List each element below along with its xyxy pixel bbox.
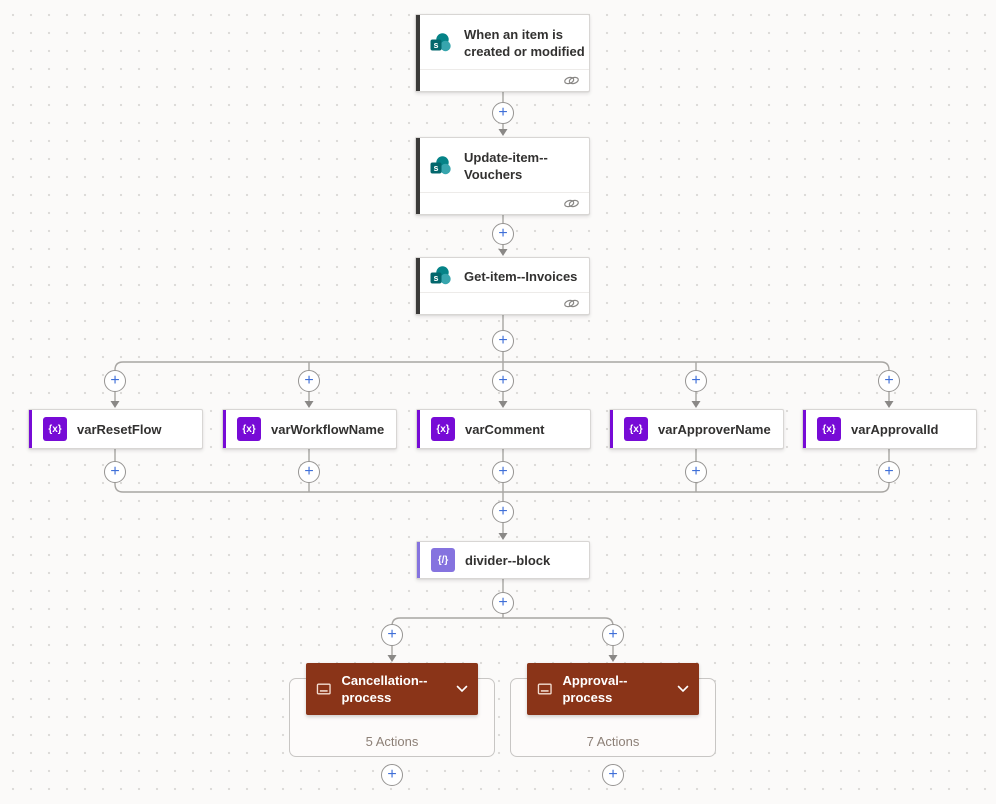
card-accent-bar	[416, 258, 420, 314]
svg-text:s: s	[433, 163, 438, 173]
insert-step-button[interactable]: +	[104, 370, 126, 392]
insert-step-button[interactable]: +	[298, 370, 320, 392]
connection-icon	[564, 199, 579, 208]
card-accent-bar	[416, 138, 420, 214]
action-card-var-approval-id[interactable]: {x} varApprovalId	[802, 409, 977, 449]
variable-icon: {x}	[817, 417, 841, 441]
card-title: varApproverName	[658, 421, 771, 437]
sharepoint-icon: s	[430, 33, 451, 52]
scope-approval-process[interactable]: 7 Actions Approval--process	[510, 663, 716, 757]
insert-step-button[interactable]: +	[492, 461, 514, 483]
scope-icon	[537, 683, 552, 695]
insert-step-button[interactable]: +	[492, 501, 514, 523]
scope-cancellation-process[interactable]: 5 Actions Cancellation--process	[289, 663, 495, 757]
scope-actions-count: 7 Actions	[586, 734, 640, 749]
insert-step-button[interactable]: +	[492, 102, 514, 124]
action-card-var-workflow-name[interactable]: {x} varWorkflowName	[222, 409, 397, 449]
insert-step-button[interactable]: +	[492, 592, 514, 614]
card-title: Get-item--Invoices	[464, 268, 578, 284]
insert-step-button[interactable]: +	[381, 624, 403, 646]
scope-icon	[316, 683, 331, 695]
card-accent-bar	[417, 410, 420, 448]
card-title: varComment	[465, 421, 545, 437]
variable-icon: {x}	[237, 417, 261, 441]
card-title: varApprovalId	[851, 421, 939, 437]
insert-step-button[interactable]: +	[602, 764, 624, 786]
compose-icon: {/}	[431, 548, 455, 572]
insert-step-button[interactable]: +	[878, 370, 900, 392]
sharepoint-icon: s	[430, 156, 451, 175]
card-accent-bar	[416, 15, 420, 91]
insert-step-button[interactable]: +	[104, 461, 126, 483]
insert-step-button[interactable]: +	[685, 461, 707, 483]
variable-icon: {x}	[431, 417, 455, 441]
connection-icon	[564, 76, 579, 85]
insert-step-button[interactable]: +	[298, 461, 320, 483]
variable-icon: {x}	[43, 417, 67, 441]
insert-step-button[interactable]: +	[685, 370, 707, 392]
scope-header-approval-process[interactable]: Approval--process	[527, 663, 699, 715]
connection-icon	[564, 299, 579, 308]
insert-step-button[interactable]: +	[602, 624, 624, 646]
chevron-down-icon[interactable]	[677, 685, 689, 693]
card-accent-bar	[803, 410, 806, 448]
insert-step-button[interactable]: +	[878, 461, 900, 483]
insert-step-button[interactable]: +	[381, 764, 403, 786]
action-card-var-approver-name[interactable]: {x} varApproverName	[609, 409, 784, 449]
insert-step-button[interactable]: +	[492, 370, 514, 392]
card-accent-bar	[223, 410, 226, 448]
scope-header-cancellation-process[interactable]: Cancellation--process	[306, 663, 478, 715]
card-accent-bar	[29, 410, 32, 448]
card-title: varWorkflowName	[271, 421, 385, 437]
card-title: When an item is created or modified	[464, 27, 585, 59]
sharepoint-icon: s	[430, 266, 451, 285]
card-title: divider--block	[465, 552, 551, 568]
action-card-divider-block[interactable]: {/} divider--block	[416, 541, 590, 579]
action-card-var-comment[interactable]: {x} varComment	[416, 409, 591, 449]
action-card-update-item-vouchers[interactable]: s Update-item--Vouchers	[415, 137, 590, 215]
chevron-down-icon[interactable]	[456, 685, 468, 693]
action-card-var-reset-flow[interactable]: {x} varResetFlow	[28, 409, 203, 449]
card-title: varResetFlow	[77, 421, 162, 437]
scope-title: Cancellation--process	[341, 673, 428, 705]
card-title: Update-item--Vouchers	[464, 150, 548, 182]
insert-step-button[interactable]: +	[492, 330, 514, 352]
insert-step-button[interactable]: +	[492, 223, 514, 245]
action-card-get-item-invoices[interactable]: s Get-item--Invoices	[415, 257, 590, 315]
card-accent-bar	[417, 542, 420, 578]
svg-text:s: s	[433, 40, 438, 50]
card-accent-bar	[610, 410, 613, 448]
scope-actions-count: 5 Actions	[365, 734, 419, 749]
scope-title: Approval--process	[562, 673, 628, 705]
trigger-card-when-item-created-or-modified[interactable]: s When an item is created or modified	[415, 14, 590, 92]
variable-icon: {x}	[624, 417, 648, 441]
svg-text:s: s	[433, 273, 438, 283]
